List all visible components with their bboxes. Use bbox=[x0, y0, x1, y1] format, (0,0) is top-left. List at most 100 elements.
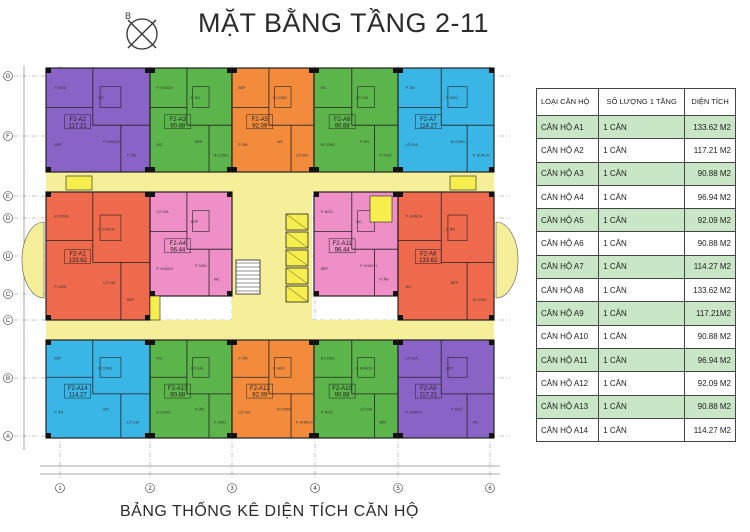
room-label: P. ĂN bbox=[360, 140, 369, 144]
cell-type: CĂN HỘ A4 bbox=[535, 184, 600, 210]
room-label: WC bbox=[406, 285, 412, 289]
cell-count: 1 CĂN bbox=[598, 231, 686, 256]
cell-area: 133.62 M2 bbox=[684, 114, 736, 140]
cell-type: CĂN HỘ A8 bbox=[535, 278, 600, 303]
room-label: P. NGỦ bbox=[321, 209, 333, 214]
cell-area: 90.88 M2 bbox=[684, 394, 736, 419]
room-label: P. NGỦ bbox=[195, 263, 207, 268]
room-label: P. ĂN bbox=[239, 143, 248, 147]
room-label: B.CONG bbox=[277, 408, 291, 412]
cell-count: 1 CĂN bbox=[598, 347, 686, 373]
apartment-area: 92.09 bbox=[252, 393, 268, 399]
apartment-area: 90.88 bbox=[170, 393, 186, 399]
room-label: P. KHÁCH bbox=[157, 267, 174, 271]
room-label: WC bbox=[98, 96, 104, 100]
room-label: B.CONG bbox=[157, 411, 171, 415]
apartment-code: F2-A13 bbox=[168, 386, 188, 392]
room-label: P. NGỦ bbox=[451, 407, 463, 412]
room-label: P. KHÁCH bbox=[98, 227, 115, 231]
room-label: WC bbox=[103, 408, 109, 412]
cell-count: 1 CĂN bbox=[598, 114, 686, 140]
room-label: P. ĂN bbox=[195, 408, 204, 412]
grid-row-label: A bbox=[6, 434, 10, 440]
apartment-area: 90.88 bbox=[335, 393, 351, 399]
room-label: B.CONG bbox=[98, 366, 112, 370]
header-type: LOẠI CĂN HỘ bbox=[535, 88, 600, 116]
north-compass-icon: B bbox=[125, 11, 158, 50]
apartment-area: 90.88 bbox=[335, 123, 351, 129]
room-label: P. KHÁCH bbox=[473, 153, 490, 157]
apartment-code: F2-A6 bbox=[334, 117, 351, 123]
cell-area: 133.62 M2 bbox=[684, 278, 736, 303]
table-header-row: LOẠI CĂN HỘ SỐ LƯỢNG 1 TẦNG DIỆN TÍCH bbox=[535, 88, 736, 116]
cell-count: 1 CĂN bbox=[598, 208, 686, 233]
grid-row-label: C bbox=[6, 318, 11, 324]
cell-count: 1 CĂN bbox=[598, 184, 686, 210]
room-label: BẾP bbox=[195, 139, 203, 144]
apartment-code: F2-A4 bbox=[170, 241, 187, 247]
room-label: B.CONG bbox=[321, 357, 335, 361]
cell-count: 1 CĂN bbox=[598, 371, 686, 396]
cell-area: 90.88 M2 bbox=[684, 324, 736, 349]
cell-count: 1 CĂN bbox=[598, 278, 686, 303]
apartment-code: F2-A5 bbox=[252, 117, 269, 123]
grid-col-label: 4 bbox=[313, 486, 317, 492]
cell-type: CĂN HỘ A5 bbox=[535, 208, 600, 233]
room-label: P. NGỦ bbox=[380, 152, 392, 157]
room-label: P. ĂN bbox=[191, 96, 200, 100]
room-label: BẾP bbox=[127, 297, 135, 302]
grid-row-label: C bbox=[6, 292, 11, 298]
room-label: LÔ GIA bbox=[127, 419, 140, 424]
room-label: P. ĂN bbox=[127, 153, 136, 157]
room-label: WC bbox=[356, 220, 362, 224]
room-label: LÔ GIA bbox=[356, 95, 369, 100]
cell-area: 96.94 M2 bbox=[684, 184, 736, 210]
apartment-code: F2-A3 bbox=[170, 117, 187, 123]
room-label: WC bbox=[214, 277, 220, 281]
room-label: LÔ GIA bbox=[406, 356, 419, 361]
cell-area: 92.09 M2 bbox=[684, 208, 736, 233]
area-statistics-table: LOẠI CĂN HỘ SỐ LƯỢNG 1 TẦNG DIỆN TÍCH CĂ… bbox=[535, 88, 736, 443]
room-label: P. NGỦ bbox=[214, 419, 226, 424]
cell-area: 114.27 M2 bbox=[684, 254, 736, 280]
cell-count: 1 CĂN bbox=[598, 254, 686, 280]
room-label: P. ĂN bbox=[406, 86, 415, 90]
elevator-core bbox=[65, 175, 477, 321]
cell-area: 90.88 M2 bbox=[684, 231, 736, 256]
room-label: WC bbox=[157, 357, 163, 361]
room-label: P. KHÁCH bbox=[103, 140, 120, 144]
room-label: LÔ GIA bbox=[103, 280, 116, 285]
apartment-area: 92.09 bbox=[252, 123, 268, 129]
apartment-code: F2-A11 bbox=[333, 241, 353, 247]
cell-count: 1 CĂN bbox=[598, 301, 686, 326]
room-label: P. ĂN bbox=[446, 227, 455, 231]
room-label: BẾP bbox=[54, 356, 62, 361]
room-label: P. ĂN bbox=[54, 411, 63, 415]
room-label: B.CONG bbox=[473, 298, 487, 302]
room-label: P. KHÁCH bbox=[406, 215, 423, 219]
room-label: WC bbox=[157, 143, 163, 147]
apartment-code: F2-A9 bbox=[420, 386, 437, 392]
room-label: P. NGỦ bbox=[273, 365, 285, 370]
header-area: DIỆN TÍCH bbox=[684, 88, 736, 116]
apartment-area: 114.27 bbox=[69, 393, 88, 399]
cell-count: 1 CĂN bbox=[598, 417, 686, 443]
grid-row-label: E bbox=[6, 194, 10, 200]
